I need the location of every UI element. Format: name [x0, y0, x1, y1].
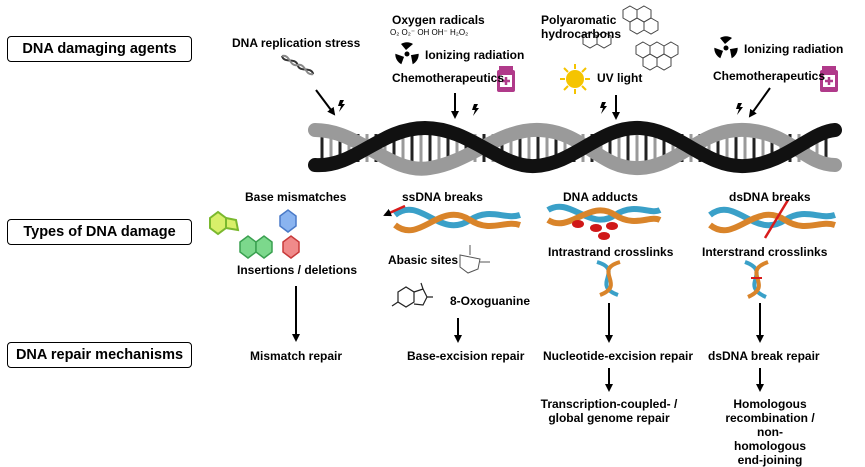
radiation-icon: [714, 36, 738, 59]
oxoguanine-structure-icon: [391, 282, 433, 308]
label-uv-light: UV light: [597, 71, 643, 85]
label-intrastrand-crosslinks: Intrastrand crosslinks: [548, 245, 674, 259]
abasic-site-structure-icon: [459, 245, 490, 274]
label-replication-stress: DNA replication stress: [232, 36, 361, 50]
sun-icon: [560, 64, 590, 94]
row-label-agents: DNA damaging agents: [7, 36, 192, 62]
label-dna-adducts: DNA adducts: [563, 190, 638, 204]
label-chemotherapeutics: Chemotherapeutics: [392, 71, 505, 85]
row-label-damage-types: Types of DNA damage: [7, 219, 192, 245]
label-nucleotide-excision-repair: Nucleotide-excision repair: [543, 349, 694, 363]
radiation-icon: [395, 42, 419, 65]
ssdna-break-helix-icon: [383, 204, 521, 234]
medicine-bottle-icon: [820, 66, 838, 92]
label-base-mismatches: Base mismatches: [245, 190, 347, 204]
label-8-oxoguanine: 8-Oxoguanine: [450, 294, 531, 308]
row-label-repair: DNA repair mechanisms: [7, 342, 192, 368]
label-chemotherapeutics: Chemotherapeutics: [713, 69, 826, 83]
label-ionizing-radiation: Ionizing radiation: [425, 48, 525, 62]
label-polyaromatic-hydrocarbons: Polyaromatic hydrocarbons: [541, 13, 622, 41]
label-insertions-deletions: Insertions / deletions: [237, 263, 358, 277]
dna-adducts-helix-icon: [546, 203, 662, 240]
dna-icon: [281, 54, 315, 76]
hydrocarbon-structure-icon: [582, 5, 679, 71]
diagram-graphics: [209, 5, 842, 392]
label-homologous-recombination: Homologous recombination / non-homologou…: [725, 397, 815, 467]
dsdna-break-helix-icon: [708, 199, 836, 239]
label-ionizing-radiation: Ionizing radiation: [744, 42, 844, 56]
base-molecules-icon: [209, 209, 300, 259]
dna-double-helix: [308, 120, 842, 176]
interstrand-crosslink-icon: [744, 260, 769, 299]
label-base-excision-repair: Base-excision repair: [407, 349, 525, 363]
medicine-bottle-icon: [497, 66, 515, 92]
label-dsdna-breaks: dsDNA breaks: [729, 190, 811, 204]
label-interstrand-crosslinks: Interstrand crosslinks: [702, 245, 828, 259]
label-transcription-coupled-repair: Transcription-coupled- / global genome r…: [540, 397, 678, 425]
agent-arrows: [315, 87, 771, 120]
lightning-icons: [338, 100, 743, 116]
radical-formulas: O₂ O₂⁻ OH OH⁻ H₂O₂: [390, 28, 469, 37]
repair-arrows: [292, 286, 764, 392]
label-ssdna-breaks: ssDNA breaks: [402, 190, 483, 204]
label-abasic-sites: Abasic sites: [388, 253, 459, 267]
label-oxygen-radicals: Oxygen radicals: [392, 13, 485, 27]
label-dsdna-break-repair: dsDNA break repair: [708, 349, 820, 363]
label-mismatch-repair: Mismatch repair: [250, 349, 343, 363]
intrastrand-crosslink-icon: [596, 260, 621, 297]
